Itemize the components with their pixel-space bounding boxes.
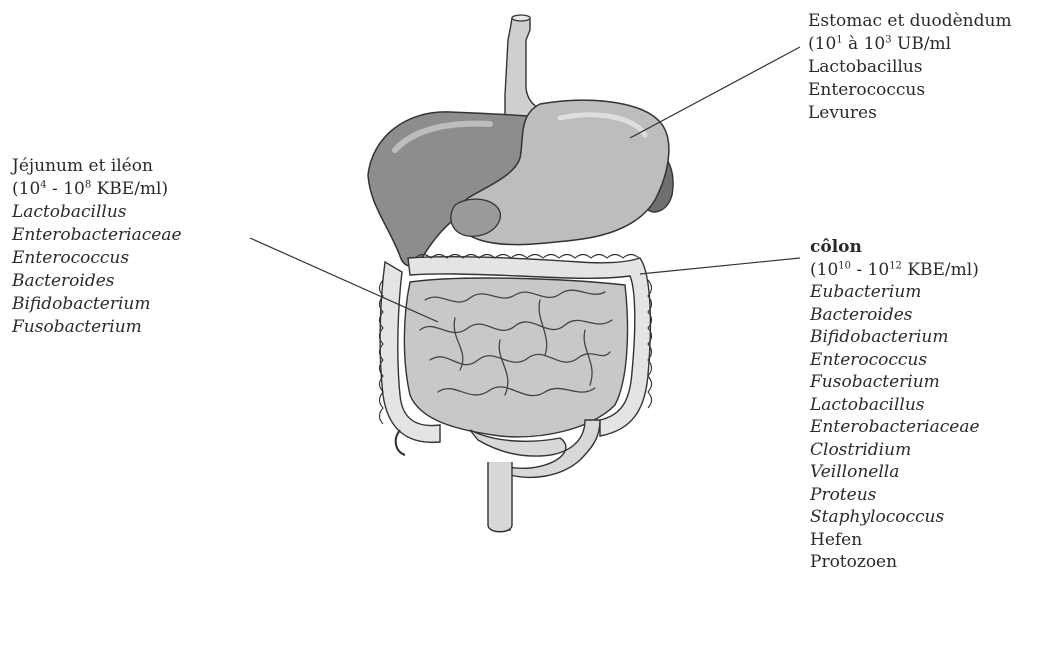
colon-organism: Fusobacterium <box>810 371 980 394</box>
colon-organism: Eubacterium <box>810 281 980 304</box>
colon-organism: Lactobacillus <box>810 394 980 417</box>
jejunum-organism: Fusobacterium <box>12 316 182 339</box>
stomach-pointer-line <box>630 47 800 138</box>
stomach-organism: Levures <box>808 102 1012 125</box>
jejunum-organism: Enterobacteriaceae <box>12 224 182 247</box>
stomach-title: Estomac et duodèndum <box>808 10 1012 33</box>
colon-organism: Bacteroides <box>810 304 980 327</box>
jejunum-organism: Bifidobacterium <box>12 293 182 316</box>
stomach-organism: Enterococcus <box>808 79 1012 102</box>
colon-organism: Enterococcus <box>810 349 980 372</box>
esophagus-top <box>512 15 530 21</box>
colon-organism: Hefen <box>810 529 980 552</box>
colon-organism: Protozoen <box>810 551 980 574</box>
colon-organism: Bifidobacterium <box>810 326 980 349</box>
colon-organism: Proteus <box>810 484 980 507</box>
colon-concentration: (1010 - 1012 KBE/ml) <box>810 259 980 282</box>
colon-pointer-line <box>640 258 800 274</box>
jejunum-organism: Lactobacillus <box>12 201 182 224</box>
stomach-label: Estomac et duodèndum (101 à 103 UB/ml La… <box>808 10 1012 125</box>
colon-organism: Clostridium <box>810 439 980 462</box>
colon-label: côlon (1010 - 1012 KBE/ml) Eubacterium B… <box>810 236 980 574</box>
jejunum-organism: Bacteroides <box>12 270 182 293</box>
colon-organism: Veillonella <box>810 461 980 484</box>
jejunum-concentration: (104 - 108 KBE/ml) <box>12 178 182 201</box>
jejunum-organism: Enterococcus <box>12 247 182 270</box>
colon-organism: Enterobacteriaceae <box>810 416 980 439</box>
colon-organism: Staphylococcus <box>810 506 980 529</box>
jejunum-label: Jéjunum et iléon (104 - 108 KBE/ml) Lact… <box>12 155 182 339</box>
rectum-tube <box>488 462 512 532</box>
stomach-organism: Lactobacillus <box>808 56 1012 79</box>
jejunum-title: Jéjunum et iléon <box>12 155 182 178</box>
stomach-concentration: (101 à 103 UB/ml <box>808 33 1012 56</box>
colon-title: côlon <box>810 236 980 259</box>
